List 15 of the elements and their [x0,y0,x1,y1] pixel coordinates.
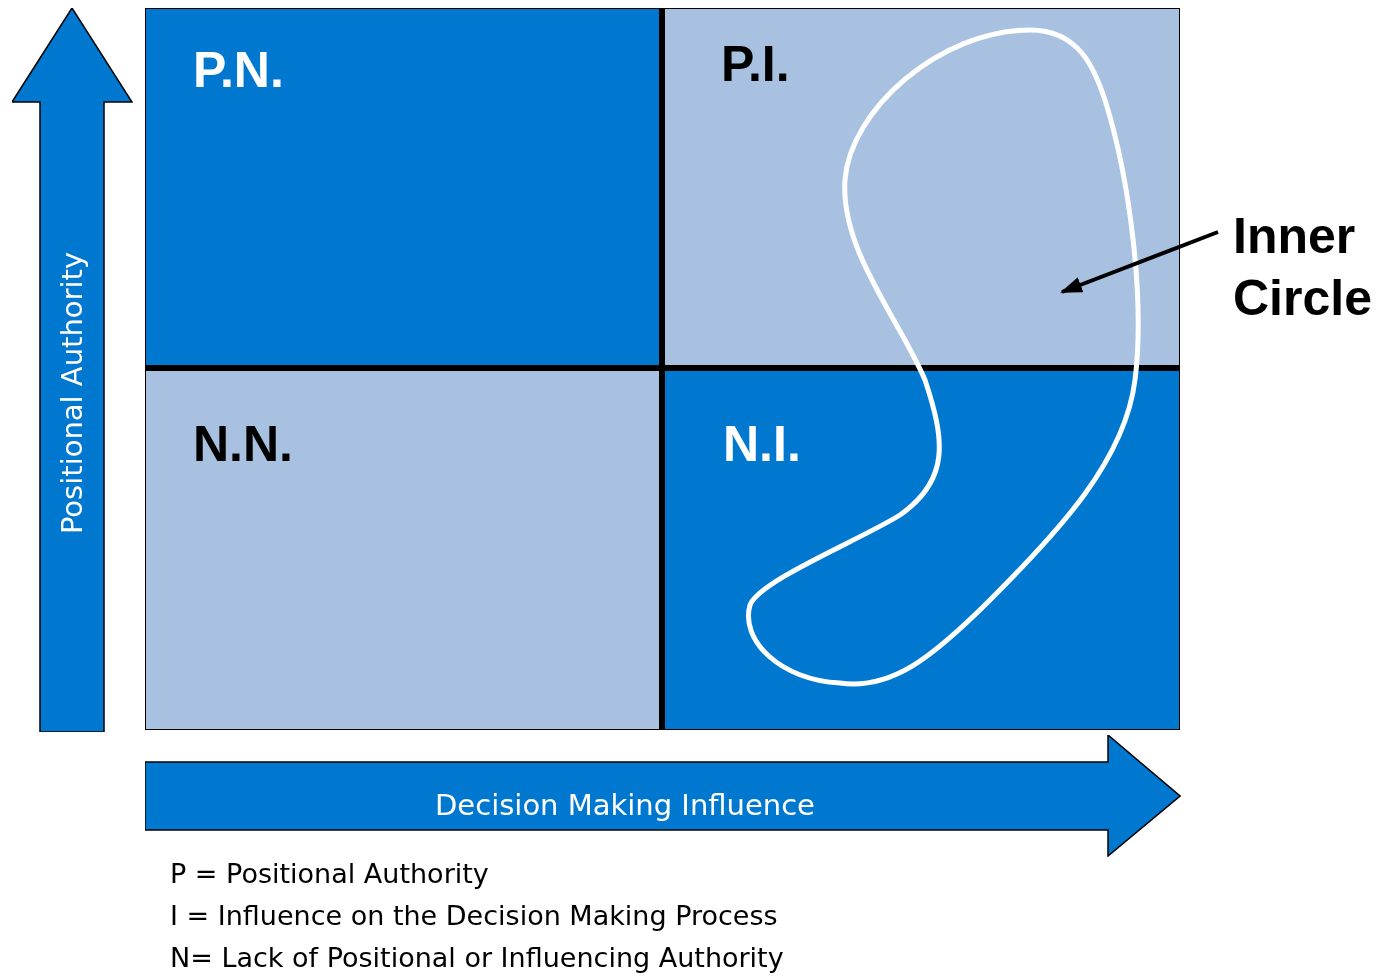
quadrant-label: N.N. [193,419,293,469]
legend-note: P = Positional Authority [170,860,489,887]
quadrant-label: P.I. [721,39,790,89]
quadrant-panel [145,368,662,730]
legend-note: I = Influence on the Decision Making Process [170,902,778,929]
axis-label: Positional Authority [55,251,89,535]
legend-note: N= Lack of Positional or Influencing Authority [170,944,784,971]
leader-arrow [1060,230,1219,294]
quadrant-label: P.N. [193,45,284,95]
callout-label: Inner Circle [1233,207,1373,328]
quadrant-panel [662,8,1180,368]
quadrant-panel [662,368,1180,730]
quadrant-panel [145,8,662,368]
quadrant-label: N.I. [723,419,801,469]
axis-label: Decision Making Influence [435,788,815,822]
